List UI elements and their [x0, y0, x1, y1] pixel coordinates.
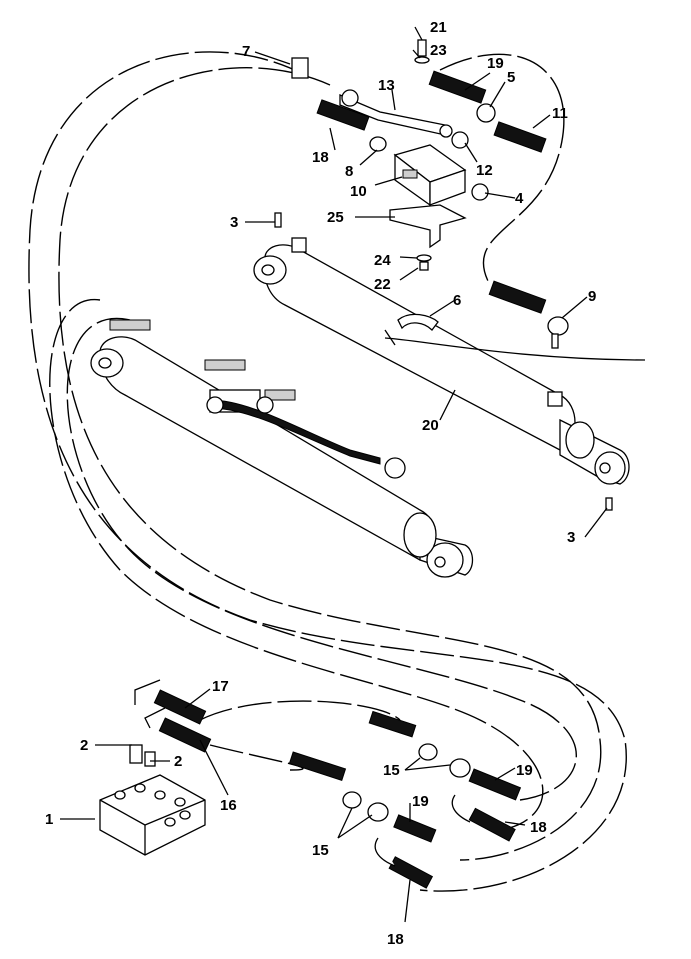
callout-21: 21	[430, 19, 447, 36]
callout-1: 1	[45, 811, 53, 828]
callout-22: 22	[374, 276, 391, 293]
callout-5: 5	[507, 69, 515, 86]
callout-25: 25	[327, 209, 344, 226]
callout-18-top: 18	[312, 149, 329, 166]
leader-lines	[60, 26, 608, 923]
callout-24: 24	[374, 252, 391, 269]
callout-10: 10	[350, 183, 367, 200]
callout-19-right: 19	[516, 762, 533, 779]
callout-17: 17	[212, 678, 229, 695]
callout-2-right: 2	[174, 753, 182, 770]
callout-11: 11	[552, 105, 568, 122]
callout-19-middle: 19	[412, 793, 429, 810]
callout-18-right: 18	[530, 819, 547, 836]
callout-6: 6	[453, 292, 461, 309]
callout-2-left: 2	[80, 737, 88, 754]
callout-15-left: 15	[312, 842, 329, 859]
callout-4: 4	[515, 190, 524, 207]
hose-ends	[153, 70, 547, 889]
bottom-fittings	[134, 679, 471, 867]
callout-15-right: 15	[383, 762, 400, 779]
control-valve	[99, 744, 206, 856]
valve-block-assembly	[274, 39, 613, 511]
callout-8: 8	[345, 163, 353, 180]
callout-7: 7	[242, 43, 250, 60]
callout-19-top: 19	[487, 55, 504, 72]
callout-9: 9	[588, 288, 596, 305]
callout-3-top: 3	[230, 214, 238, 231]
callout-13: 13	[378, 77, 395, 94]
callout-16: 16	[220, 797, 237, 814]
hose-loops	[28, 51, 627, 892]
lower-cylinder	[90, 319, 474, 578]
callout-18-bottom: 18	[387, 931, 404, 948]
callout-23: 23	[430, 42, 447, 59]
callout-3-bottom: 3	[567, 529, 575, 546]
upper-cylinder	[253, 237, 646, 485]
callout-12: 12	[476, 162, 493, 179]
callout-20: 20	[422, 417, 439, 434]
callout-labels: 1 2 2 3 3 4 5 6 7 8 9 10 11 12 13 15 15 …	[45, 19, 596, 948]
